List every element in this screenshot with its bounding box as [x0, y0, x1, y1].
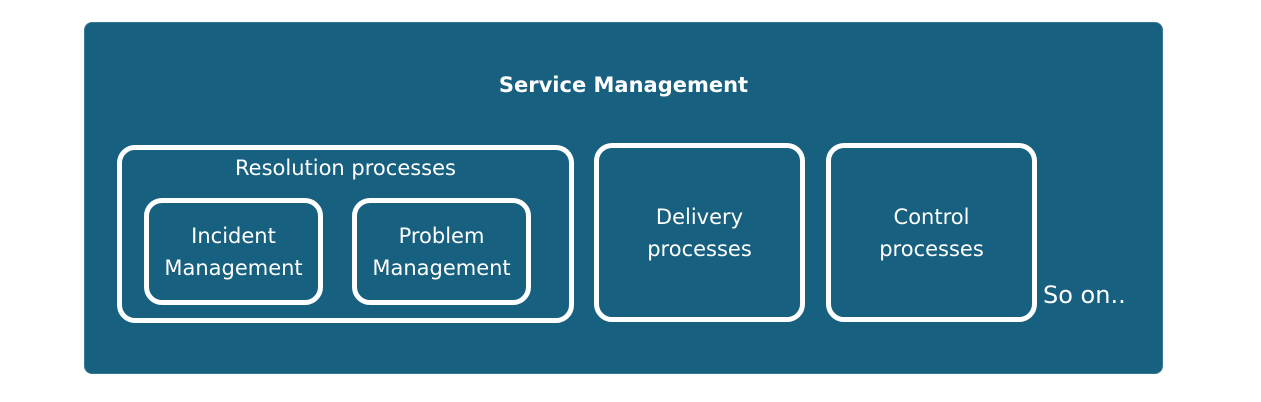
- control-processes-label: Control processes: [879, 204, 984, 261]
- diagram-title: Service Management: [498, 73, 749, 97]
- incident-management-label: Incident Management: [164, 223, 303, 280]
- delivery-processes-box: Delivery processes: [594, 143, 805, 322]
- service-management-panel: Service Management Resolution processes …: [84, 22, 1163, 374]
- delivery-processes-label: Delivery processes: [647, 204, 752, 261]
- resolution-processes-group: Resolution processes Incident Management…: [117, 145, 574, 323]
- problem-management-box: Problem Management: [352, 198, 531, 305]
- control-processes-box: Control processes: [826, 143, 1037, 322]
- problem-management-label: Problem Management: [372, 223, 511, 280]
- so-on-text: So on..: [1043, 281, 1126, 309]
- incident-management-box: Incident Management: [144, 198, 323, 305]
- resolution-processes-label: Resolution processes: [235, 156, 456, 180]
